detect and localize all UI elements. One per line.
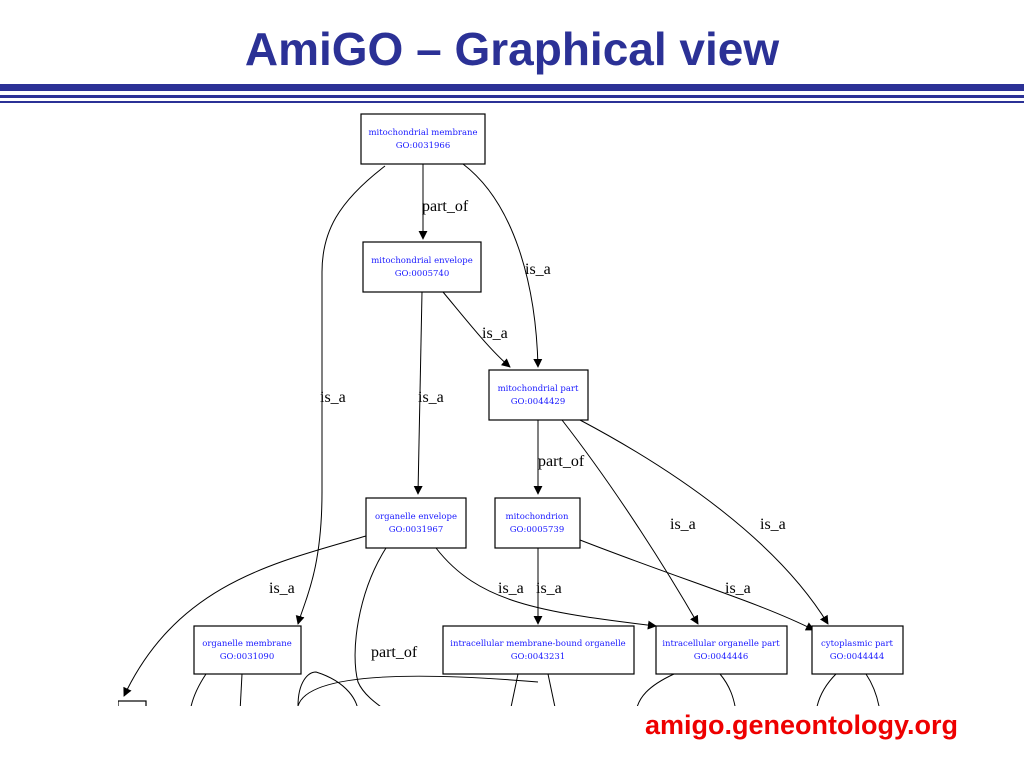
edge-lower-stub-6	[719, 673, 736, 706]
go-term-name: intracellular organelle part	[662, 639, 780, 649]
edge-labels: part_of is_a is_a is_a is_a part_of is_a…	[269, 198, 786, 661]
edge-organelle-envelope-part-of	[354, 547, 387, 706]
edge-label: is_a	[498, 580, 524, 597]
go-term-node[interactable]: mitochondrial membrane GO:0031966	[360, 113, 486, 165]
title-rule-thick	[0, 84, 1024, 91]
go-term-box	[362, 241, 482, 293]
go-term-node[interactable]: intracellular membrane-bound organelle G…	[442, 625, 635, 675]
edge-mito-membrane-to-mito-part	[462, 163, 543, 368]
title-rule-thin-2	[0, 101, 1024, 103]
go-term-name: organelle envelope	[375, 512, 457, 522]
edge-mito-membrane-to-organelle-membrane	[295, 165, 386, 625]
go-term-name: mitochondrial part	[498, 384, 579, 394]
offscreen-node-stub	[118, 700, 147, 706]
edge-label: part_of	[371, 644, 418, 661]
edge-organelle-envelope-to-intracellular-organelle-part	[435, 547, 657, 630]
go-term-node[interactable]: mitochondrial envelope GO:0005740	[362, 241, 482, 293]
edge-lower-stub-3	[510, 673, 519, 706]
title-rule-thin-1	[0, 95, 1024, 98]
edge-mito-part-to-intracellular-organelle-part	[561, 419, 699, 625]
go-term-id: GO:0031090	[220, 652, 274, 662]
go-term-node[interactable]: organelle envelope GO:0031967	[365, 497, 467, 549]
go-term-box	[193, 625, 302, 675]
go-term-box	[442, 625, 635, 675]
edge-lower-curve-1	[297, 671, 358, 706]
edge-envelope-to-organelle-envelope	[413, 291, 423, 495]
edge-label: is_a	[320, 389, 346, 406]
graph-nodes: mitochondrial membrane GO:0031966 mitoch…	[193, 113, 904, 675]
go-graph: part_of is_a is_a is_a is_a part_of is_a…	[118, 113, 904, 706]
edge-lower-stub-1	[190, 673, 207, 706]
go-term-name: mitochondrial envelope	[371, 256, 473, 266]
edge-label: part_of	[422, 198, 469, 215]
edge-mito-part-to-cytoplasmic-part	[579, 419, 829, 625]
go-term-id: GO:0031967	[389, 525, 443, 535]
edge-organelle-envelope-to-offscreen	[123, 535, 367, 697]
edge-label: is_a	[525, 261, 551, 278]
edge-label: is_a	[418, 389, 444, 406]
edge-envelope-to-mito-part	[442, 291, 511, 368]
graph-edges	[118, 163, 880, 706]
go-term-box	[811, 625, 904, 675]
go-term-node[interactable]: mitochondrion GO:0005739	[494, 497, 581, 549]
edge-label: is_a	[536, 580, 562, 597]
source-url: amigo.geneontology.org	[645, 710, 958, 740]
edge-lower-stub-8	[865, 673, 880, 706]
edge-label: is_a	[670, 516, 696, 533]
go-term-id: GO:0043231	[511, 652, 565, 662]
edge-lower-stub-4	[547, 673, 556, 706]
go-term-box	[494, 497, 581, 549]
go-term-id: GO:0005740	[395, 269, 449, 279]
edge-label: is_a	[269, 580, 295, 597]
edge-lower-stub-2	[239, 673, 243, 706]
go-term-node[interactable]: cytoplasmic part GO:0044444	[811, 625, 904, 675]
go-term-id: GO:0044429	[511, 397, 565, 407]
slide-title: AmiGO – Graphical view	[244, 23, 780, 75]
go-term-node[interactable]: mitochondrial part GO:0044429	[488, 369, 589, 421]
go-term-box	[488, 369, 589, 421]
edge-label: is_a	[760, 516, 786, 533]
go-term-box	[655, 625, 788, 675]
go-term-node[interactable]: intracellular organelle part GO:0044446	[655, 625, 788, 675]
go-term-id: GO:0031966	[396, 141, 450, 151]
go-term-name: intracellular membrane-bound organelle	[450, 639, 625, 649]
edge-mitochondrion-to-cytoplasmic-part	[579, 539, 815, 631]
go-term-id: GO:0005739	[510, 525, 564, 535]
edge-label: is_a	[482, 325, 508, 342]
go-graph-viewport: part_of is_a is_a is_a is_a part_of is_a…	[118, 112, 910, 706]
edge-label: part_of	[538, 453, 585, 470]
go-term-name: mitochondrial membrane	[368, 128, 477, 138]
go-term-box	[360, 113, 486, 165]
go-term-box	[365, 497, 467, 549]
go-term-name: cytoplasmic part	[821, 639, 893, 649]
go-term-node[interactable]: organelle membrane GO:0031090	[193, 625, 302, 675]
edge-lower-stub-7	[816, 673, 837, 706]
edge-label: is_a	[725, 580, 751, 597]
edge-lower-curve-2	[297, 675, 539, 706]
go-term-name: mitochondrion	[506, 512, 569, 522]
go-term-name: organelle membrane	[202, 639, 292, 649]
edge-lower-stub-5	[636, 673, 675, 706]
go-term-id: GO:0044444	[830, 652, 884, 662]
go-term-id: GO:0044446	[694, 652, 748, 662]
